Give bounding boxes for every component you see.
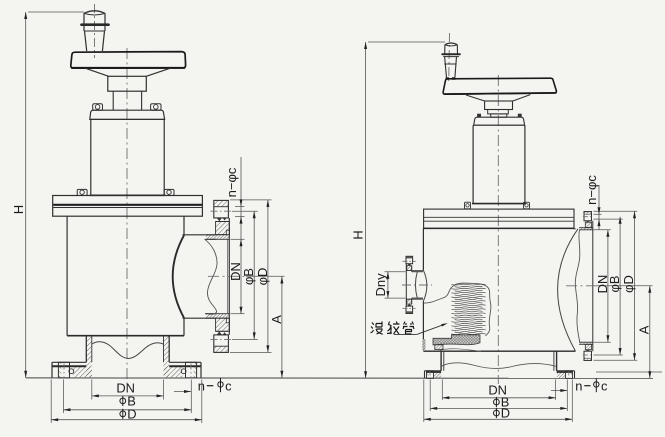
svg-text:n−φc: n−φc bbox=[584, 175, 599, 205]
svg-text:B: B bbox=[127, 394, 136, 409]
svg-text:A: A bbox=[637, 325, 652, 334]
svg-text:φB: φB bbox=[241, 268, 256, 285]
svg-text:DN: DN bbox=[488, 383, 507, 398]
svg-text:n: n bbox=[575, 378, 582, 393]
svg-text:D: D bbox=[501, 406, 510, 421]
svg-text:Dny: Dny bbox=[373, 273, 388, 297]
svg-text:A: A bbox=[269, 315, 284, 324]
svg-text:H: H bbox=[351, 230, 366, 239]
svg-text:DN: DN bbox=[116, 381, 135, 396]
svg-text:H: H bbox=[11, 205, 26, 214]
svg-text:φD: φD bbox=[621, 275, 636, 293]
svg-text:φB: φB bbox=[607, 276, 622, 293]
svg-text:DN: DN bbox=[595, 275, 610, 294]
svg-text:n−φc: n−φc bbox=[224, 167, 239, 197]
svg-text:B: B bbox=[501, 395, 510, 410]
svg-text:n: n bbox=[198, 378, 205, 393]
svg-text:D: D bbox=[127, 407, 136, 422]
svg-text:c: c bbox=[601, 378, 608, 393]
svg-text:DN: DN bbox=[228, 262, 243, 281]
svg-text:c: c bbox=[225, 378, 232, 393]
svg-text:φD: φD bbox=[255, 268, 270, 286]
